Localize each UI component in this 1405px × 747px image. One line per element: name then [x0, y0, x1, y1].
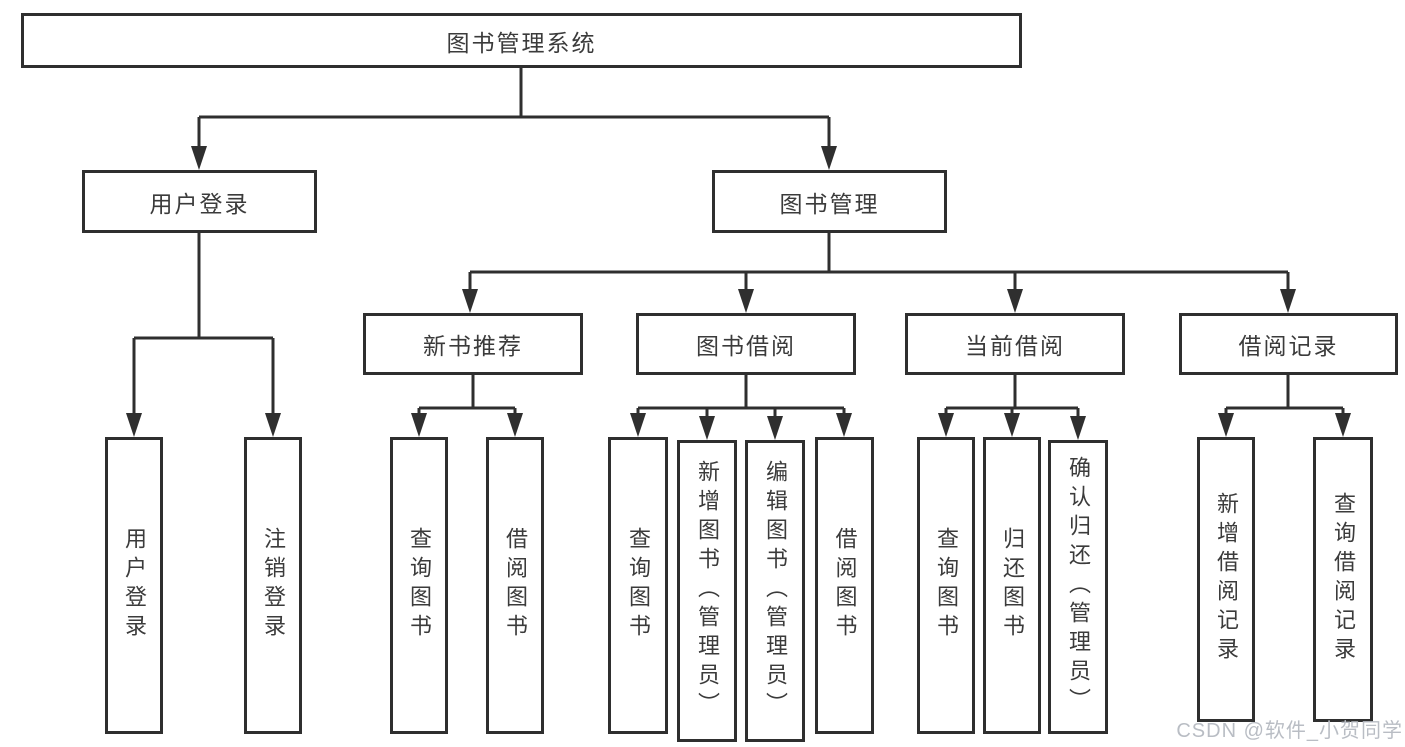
- node-user-login-label: 用户登录: [149, 190, 250, 217]
- arrow-icon: [821, 146, 837, 170]
- node-root-label: 图书管理系统: [446, 29, 597, 56]
- arrow-icon: [938, 413, 954, 437]
- leaf-label: 新增借阅记录: [1214, 492, 1239, 667]
- arrow-icon: [767, 416, 783, 440]
- node-root: 图书管理系统: [21, 13, 1022, 68]
- leaf-label: 借阅图书: [832, 527, 858, 644]
- leaf-query-books-3: 查询图书: [917, 437, 975, 734]
- arrow-icon: [1335, 413, 1351, 437]
- node-book-management: 图书管理: [712, 170, 947, 233]
- arrow-icon: [191, 146, 207, 170]
- leaf-label: 查询借阅记录: [1331, 492, 1356, 667]
- node-label: 图书借阅: [696, 333, 796, 359]
- arrow-icon: [1280, 289, 1296, 313]
- leaf-edit-books-admin: 编辑图书（管理员）: [745, 440, 805, 742]
- leaf-label: 借阅图书: [503, 527, 528, 644]
- node-user-login: 用户登录: [82, 170, 317, 233]
- arrow-icon: [462, 289, 478, 313]
- arrow-icon: [738, 289, 754, 313]
- node-label: 新书推荐: [423, 333, 523, 359]
- connector-records: [1224, 375, 1345, 417]
- leaf-label: 查询图书: [934, 527, 959, 644]
- leaf-label: 归还图书: [1000, 527, 1025, 644]
- leaf-label: 查询图书: [407, 527, 432, 644]
- csdn-watermark: CSDN @软件_小贺同学: [1176, 720, 1403, 742]
- leaf-query-books-1: 查询图书: [390, 437, 448, 734]
- arrowheads: [126, 146, 1351, 440]
- connector-root: [197, 68, 831, 150]
- leaf-label: 注销登录: [261, 527, 286, 644]
- leaf-add-borrow-record: 新增借阅记录: [1197, 437, 1255, 722]
- arrow-icon: [699, 416, 715, 440]
- arrow-icon: [411, 413, 427, 437]
- leaf-label: 确认归还（管理员）: [1066, 456, 1091, 718]
- leaf-logout: 注销登录: [244, 437, 302, 734]
- connector-user-login: [132, 233, 275, 417]
- node-current-borrowing: 当前借阅: [905, 313, 1125, 375]
- arrow-icon: [1218, 413, 1234, 437]
- arrow-icon: [1004, 413, 1020, 437]
- node-book-management-label: 图书管理: [779, 190, 880, 217]
- leaf-query-books-2: 查询图书: [608, 437, 668, 734]
- leaf-label: 查询图书: [626, 527, 651, 644]
- arrow-icon: [507, 413, 523, 437]
- node-label: 借阅记录: [1238, 333, 1339, 359]
- leaf-label: 新增图书（管理员）: [695, 460, 720, 722]
- leaf-add-books-admin: 新增图书（管理员）: [677, 440, 737, 742]
- connector-new-books: [417, 375, 517, 417]
- leaf-confirm-return-admin: 确认归还（管理员）: [1048, 440, 1108, 734]
- leaf-borrow-books-1: 借阅图书: [486, 437, 544, 734]
- leaf-label: 编辑图书（管理员）: [763, 460, 788, 722]
- arrow-icon: [630, 413, 646, 437]
- leaf-return-books: 归还图书: [983, 437, 1041, 734]
- node-label: 当前借阅: [965, 333, 1065, 359]
- leaf-user-login: 用户登录: [105, 437, 163, 734]
- arrow-icon: [126, 413, 142, 437]
- leaf-borrow-books-2: 借阅图书: [815, 437, 874, 734]
- arrow-icon: [836, 413, 852, 437]
- node-borrowing-records: 借阅记录: [1179, 313, 1398, 375]
- arrow-icon: [1007, 289, 1023, 313]
- connector-current: [944, 375, 1080, 420]
- arrow-icon: [1070, 416, 1086, 440]
- arrow-icon: [265, 413, 281, 437]
- node-new-book-recommend: 新书推荐: [363, 313, 583, 375]
- connector-book-management: [468, 233, 1290, 293]
- leaf-query-borrow-record: 查询借阅记录: [1313, 437, 1373, 722]
- node-book-borrowing: 图书借阅: [636, 313, 856, 375]
- leaf-label: 用户登录: [122, 527, 147, 644]
- connector-borrowing: [636, 375, 846, 420]
